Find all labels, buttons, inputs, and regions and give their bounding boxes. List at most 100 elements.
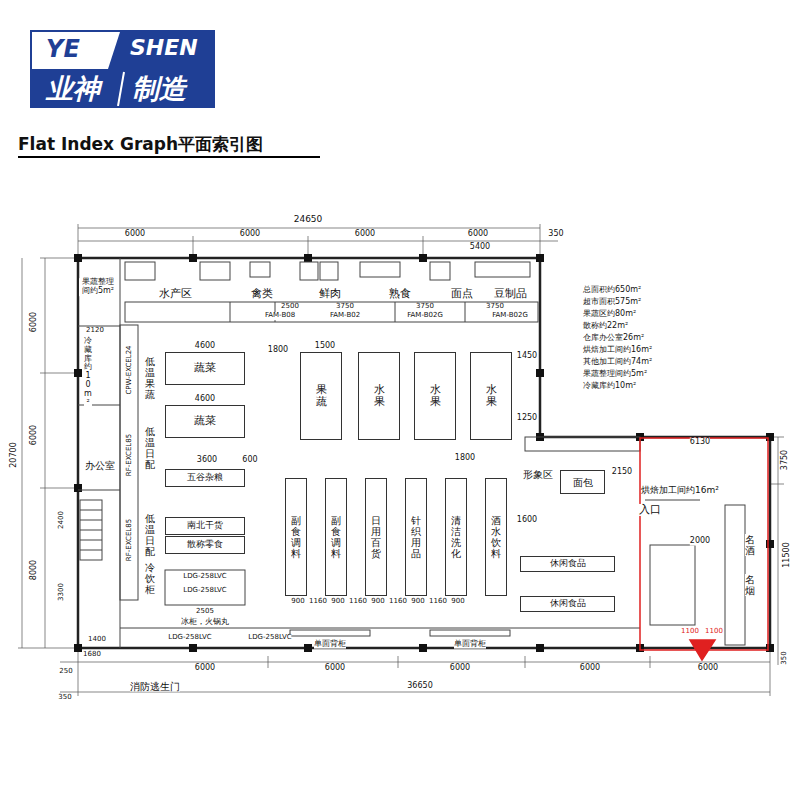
plan-label: 形象区 — [523, 469, 553, 480]
area-note: 冷藏库约10m² — [583, 382, 636, 391]
produce-island: 蔬菜 — [165, 405, 245, 438]
plan-label: 冰柜，火锅丸 — [181, 618, 229, 627]
area-note: 总面积约650m² — [583, 286, 641, 295]
plan-label: FAM-B02 — [330, 312, 360, 320]
logo: YESHEN业神制造 — [30, 30, 215, 108]
plan-label: LDG-258LVC — [248, 634, 291, 642]
bread-island: 面包 — [560, 470, 605, 494]
dimension-lines — [18, 224, 784, 696]
outer-wall — [78, 258, 770, 648]
plan-label: FAM-B02G — [492, 312, 528, 320]
plan-label: 1160 — [309, 598, 327, 606]
dimension-label: 3750 — [781, 450, 790, 470]
fixture-label: 南北干货 — [187, 521, 223, 531]
produce-island: 果蔬 — [300, 352, 342, 440]
plan-label: 单面背柜 — [454, 640, 486, 649]
plan-label: 900 — [411, 598, 424, 606]
plan-label: 900 — [291, 598, 304, 606]
dimension-label: RF-EXCEL85 — [126, 519, 134, 561]
fixture-label: 休闲食品 — [550, 559, 586, 569]
plan-label: LDG-258LVC — [183, 573, 226, 581]
plan-label: 冷藏库约10m² — [84, 337, 92, 407]
dimension-label: 2400 — [58, 511, 66, 529]
page-title: Flat Index Graph平面索引图 — [18, 133, 263, 156]
area-note: 散称约22m² — [583, 322, 628, 331]
fixture-label: 休闲食品 — [550, 599, 586, 609]
plan-label: 2000 — [690, 537, 710, 546]
fixture-label: 果蔬 — [316, 384, 327, 408]
plan-label: 3750 — [336, 303, 354, 311]
fruit-island: 水果 — [358, 352, 400, 440]
plan-label: 果蔬整理间约5m² — [79, 278, 117, 296]
area-note: 果蔬区约80m² — [583, 310, 636, 319]
fixture-label: 清洁洗化 — [451, 515, 461, 559]
plan-label: 1450 — [517, 352, 537, 361]
plan-label: 单面背柜 — [314, 640, 346, 649]
plan-label: 1250 — [517, 414, 537, 423]
fixture-label: 面包 — [573, 477, 593, 488]
entrance-zone — [640, 438, 768, 660]
bulk-shelf: 散称零食 — [165, 536, 245, 554]
plan-label: 1400 — [88, 636, 106, 644]
plan-label: 4600 — [195, 395, 215, 404]
dimension-label: 3300 — [58, 583, 66, 601]
area-note: 其他加工间约74m² — [583, 358, 652, 367]
plan-label: 低温日配 — [145, 426, 155, 470]
plan-label: 600 — [242, 456, 257, 465]
plan-label: LDG-258LVC — [183, 587, 226, 595]
plan-label: 2150 — [612, 468, 632, 477]
plan-label: 6130 — [690, 438, 710, 447]
fixture-label: 水果 — [430, 384, 441, 408]
plan-label: 2505 — [196, 608, 214, 616]
fixture-label: 副食调料 — [291, 515, 301, 559]
plan-label: 900 — [331, 598, 344, 606]
plan-label: 36650 — [407, 682, 432, 691]
fixture-label: 散称零食 — [187, 540, 223, 550]
plan-label: FAM-B02G — [407, 312, 443, 320]
dimension-label: CPW-EXCEL24 — [126, 345, 134, 394]
plan-label: 熟食 — [389, 288, 411, 300]
plan-label: 6000 — [450, 664, 470, 673]
plan-label: 6000 — [698, 664, 718, 673]
plan-label: 350 — [58, 694, 71, 702]
plan-label: 2120 — [86, 327, 104, 335]
plan-label: 烘焙加工间约16m² — [641, 486, 719, 496]
plan-label: 低温日配 — [145, 513, 155, 557]
shelf-row: 酒水饮料 — [485, 478, 507, 596]
plan-label: 面点 — [451, 288, 473, 300]
dimension-label: 6000 — [30, 312, 39, 332]
plan-label: 低温果蔬 — [145, 356, 155, 400]
fixture-label: 副食调料 — [331, 515, 341, 559]
dimension-label: 11500 — [783, 542, 792, 567]
plan-label: 1500 — [315, 342, 335, 351]
plan-label: 名酒 — [745, 534, 755, 556]
dimension-label: 8000 — [30, 560, 39, 580]
fixture-label: 水果 — [486, 384, 497, 408]
title-underline — [18, 157, 320, 158]
logo-text: 制造 — [132, 74, 186, 104]
shelf-row: 清洁洗化 — [445, 478, 467, 596]
plan-label: 6000 — [240, 230, 260, 239]
plan-label: 1160 — [429, 598, 447, 606]
shelf-row: 针织用品 — [405, 478, 427, 596]
plan-label: 1160 — [349, 598, 367, 606]
interior-lines — [78, 258, 745, 648]
plan-label: 入口 — [639, 504, 661, 516]
area-note: 烘焙加工间约16m² — [583, 346, 652, 355]
plan-label: 办公室 — [85, 460, 115, 471]
plan-label: 900 — [451, 598, 464, 606]
plan-label: 消防逃生门 — [130, 681, 180, 692]
logo-text: 业神 — [46, 74, 100, 104]
plan-label: 1100 — [681, 628, 699, 636]
plan-label: 2500 — [281, 303, 299, 311]
shelf-row: 日用百货 — [365, 478, 387, 596]
plan-label: 5400 — [470, 243, 490, 252]
fixture-label: 日用百货 — [371, 515, 381, 559]
plan-label: 3750 — [416, 303, 434, 311]
plan-label: 6000 — [468, 230, 488, 239]
produce-island: 蔬菜 — [165, 352, 245, 385]
plan-label: 鲜肉 — [319, 288, 341, 300]
plan-label: FAM-B08 — [265, 312, 295, 320]
plan-label: LDG-258LVC — [168, 634, 211, 642]
